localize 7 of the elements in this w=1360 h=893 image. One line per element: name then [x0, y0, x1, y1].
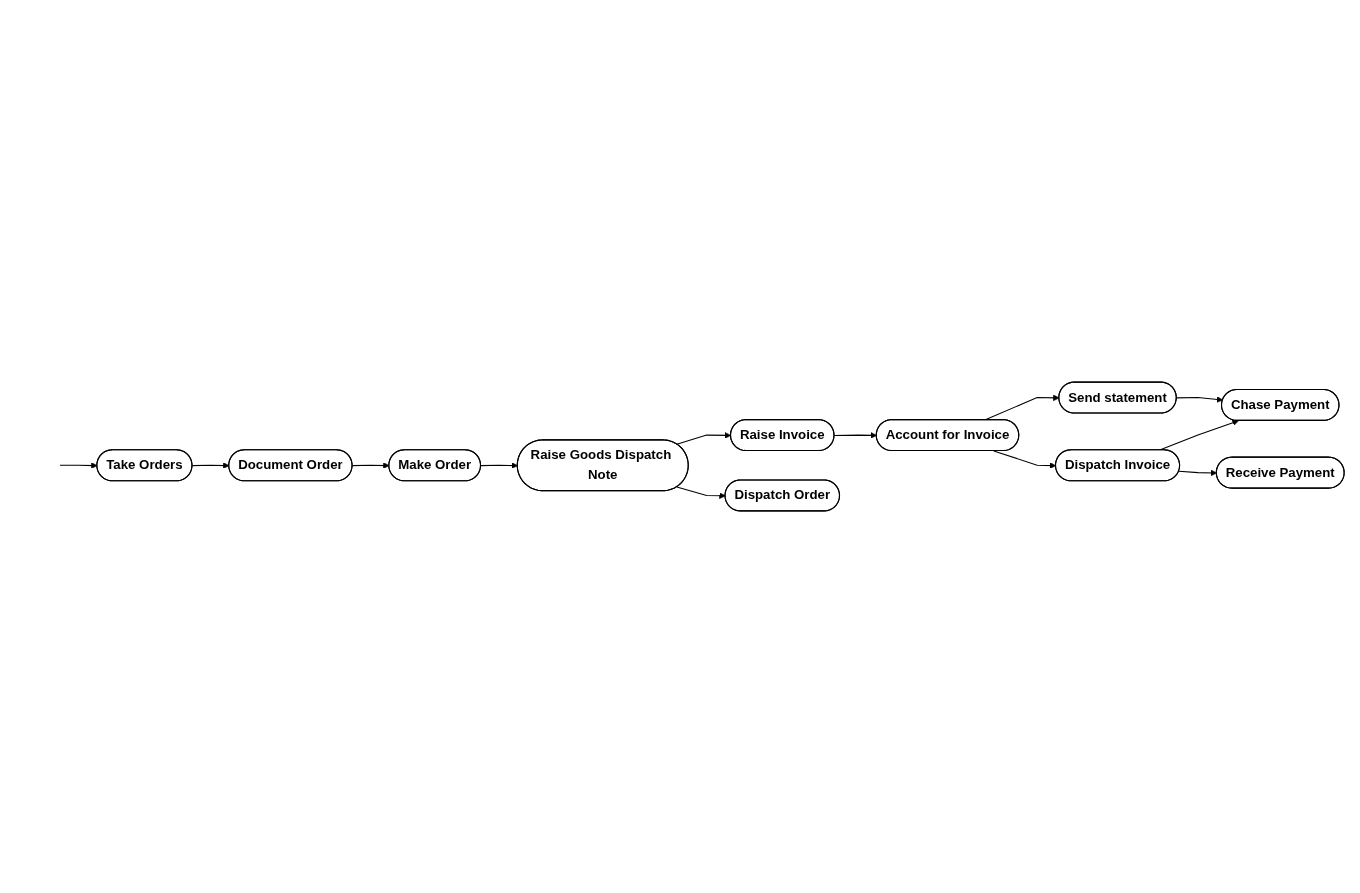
arrow	[676, 486, 726, 499]
arrow	[1176, 396, 1224, 403]
arrow	[480, 462, 518, 469]
arrow	[59, 462, 98, 469]
arrow	[1178, 469, 1217, 477]
arrow	[191, 462, 230, 469]
arrow	[833, 432, 877, 439]
